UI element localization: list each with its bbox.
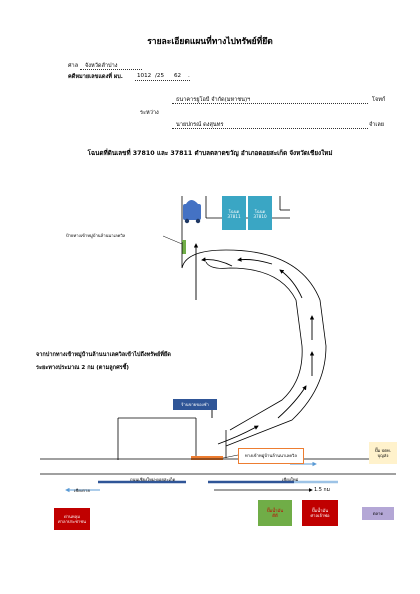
highway [40,458,396,484]
defendant-name: นายปกรณ์ ดงสุนทร [176,122,224,128]
entrance-leader [222,454,239,459]
defendant-role: จำเลย [369,122,385,128]
gas-station-dd: ปั๊มน้ำมันดีดี [258,500,292,526]
gas-station-shrine: ปั๊มน้ำมันศาลเจ้าพ่อ [302,500,338,526]
plaintiff-dotline [172,103,368,104]
route-arrows [193,243,315,445]
case-separator: /25 [155,73,165,79]
court-value: จังหวัดลำปาง [85,63,118,69]
deed-heading: โฉนดที่ดินเลขที่ 37810 และ 37811 ตำบลตลา… [87,150,333,157]
between-label: ระหว่าง [140,110,159,116]
to-chiang-rai-label: เชียงราย [74,488,90,493]
court-label: ศาล [68,63,79,69]
car-icon [183,200,201,224]
route-line-1: จากปากทางเข้าหมู่บ้านล้านนาเลควิลเข้าไปถ… [36,352,171,358]
plaintiff-name: ธนาคารยูโอบี จำกัด(มหาชน)ฯ [176,97,251,103]
case-number: 1012 [137,73,152,79]
sign-label: ป้ายทางเข้าหมู่บ้านล้านนาเลควิล [66,233,126,238]
highway-label: ถนนเชียงใหม่-ดอยสะเก็ด [130,477,176,482]
sign-leader [162,235,183,245]
shop-box: ร้านขายของชำ [173,399,217,410]
gas-station-ptt: ปั๊ม ปตท.บุญส่ง [369,442,397,464]
case-dotline [135,80,190,81]
case-end: . [188,73,190,79]
plaintiff-role: โจทก์ [372,97,386,103]
case-year: 62 [174,73,182,79]
case-label: คดีหมายเลขแดงที่ ผบ. [68,74,123,80]
entrance-marker [191,456,223,460]
to-chiang-mai-label: เชียงใหม่ [282,477,299,482]
distance-label: 1.5 กม [314,487,330,493]
route-line-2: ระยะทางประมาณ 2 กม (ตามลูกศรชี้) [36,365,129,371]
sign-marker [182,240,186,254]
curved-road [181,242,327,447]
court-dotline [80,69,142,70]
page-title: รายละเอียดแผนที่ทางไปทรัพย์ที่ยึด [147,37,273,47]
landmark-school: ด่านหลุมศาลาประชาชน [54,508,90,530]
plot-37810 [248,196,272,230]
market-box: ตลาด [362,507,394,520]
plot-37811 [222,196,246,230]
entrance-label: ทางเข้าหมู่บ้านล้านนาเลควิล [238,448,304,464]
lower-road [117,417,227,460]
defendant-dotline [172,128,368,129]
